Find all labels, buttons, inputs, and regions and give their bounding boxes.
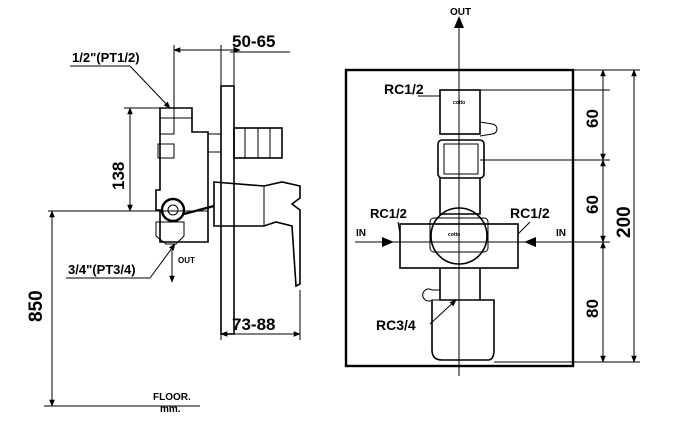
outlet-thread-label: 3/4"(PT3/4) [68, 262, 136, 277]
diverter-knob [437, 139, 485, 179]
bottom-thread-label: RC3/4 [376, 317, 416, 333]
dim-lower: 80 [583, 299, 602, 318]
dim-height-138: 138 [109, 162, 128, 190]
top-inlet-stub [159, 117, 175, 135]
dim-middle: 60 [583, 195, 602, 214]
wall-plate [220, 85, 235, 335]
lower-handle [431, 299, 495, 361]
dim-wall-depth: 50-65 [232, 32, 275, 51]
svg-text:cotto: cotto [453, 100, 465, 106]
floor-label: FLOOR. [153, 392, 191, 403]
dim-upper: 60 [583, 109, 602, 128]
outlet-port [160, 197, 186, 223]
side-view: 50-65 1/2"(PT1/2) 138 3/4"(PT3/4) OUT 85… [26, 32, 301, 415]
inlet-thread-label: 1/2"(PT1/2) [72, 50, 140, 65]
valve-body [155, 107, 209, 243]
top-thread-label: RC1/2 [384, 81, 424, 97]
top-outlet-label: OUT [450, 7, 471, 18]
central-body [430, 207, 488, 265]
right-thread-label: RC1/2 [510, 205, 550, 221]
inlet-cross-body [399, 223, 519, 269]
side-outlet-label: OUT [178, 256, 195, 265]
mid-port [157, 143, 175, 159]
top-outlet-body [439, 89, 481, 135]
right-inlet-label: IN [556, 228, 566, 239]
dim-total: 200 [614, 206, 635, 238]
dim-height-850: 850 [26, 290, 47, 322]
svg-text:cotto: cotto [448, 232, 460, 238]
unit-label: mm. [160, 404, 181, 415]
left-thread-label: RC1/2 [370, 206, 407, 221]
dim-handle-depth: 73-88 [232, 315, 275, 334]
lever-handle [213, 181, 301, 288]
left-inlet-label: IN [356, 228, 366, 239]
front-view: OUT cotto cotto IN IN RC1/2 RC1/2 RC1/2 … [344, 7, 640, 376]
